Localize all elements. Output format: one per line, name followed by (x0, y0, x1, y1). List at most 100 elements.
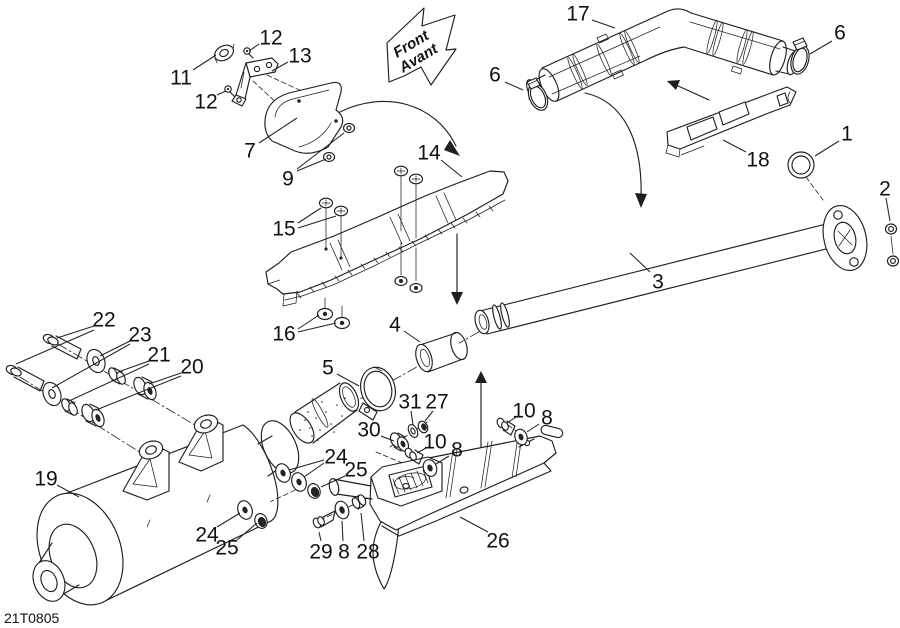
nut-25 (307, 483, 321, 499)
callout-leader (99, 340, 131, 357)
washers-16 (316, 297, 351, 330)
inlet-elbow (289, 382, 360, 444)
callout-26: 26 (486, 530, 509, 553)
callout-leader (216, 90, 227, 96)
nut-9 (342, 122, 356, 134)
callout-14: 14 (417, 142, 441, 165)
muffler-outlet (32, 560, 66, 602)
spacer-28 (351, 494, 367, 510)
callout-27: 27 (425, 391, 448, 414)
callout-leader (809, 40, 833, 55)
callout-6: 6 (489, 64, 501, 87)
muffler-19 (32, 414, 300, 606)
callout-leader (296, 158, 327, 172)
callout-leader (424, 410, 434, 422)
heat-shield-26 (328, 424, 564, 590)
callout-20: 20 (180, 356, 203, 379)
callout-leader (258, 117, 298, 144)
callout-leader (248, 43, 260, 52)
clamp-6-left (526, 77, 549, 111)
callout-16: 16 (272, 323, 295, 346)
callout-30: 30 (357, 419, 380, 442)
callout-leader (440, 159, 463, 178)
assembly-direction-arrows (339, 80, 710, 477)
bracket-18 (665, 86, 797, 158)
washer-8 (334, 500, 350, 520)
callout-5: 5 (322, 357, 334, 380)
washer-24 (275, 463, 291, 483)
callout-8: 8 (338, 541, 350, 564)
shield-mount-hardware (237, 463, 367, 529)
callout-19: 19 (34, 468, 57, 491)
callout-leader (814, 140, 840, 157)
callout-leader (56, 325, 95, 339)
callout-leader (459, 516, 489, 533)
spacer-21 (61, 398, 78, 416)
callout-leader (410, 410, 414, 426)
callout-leader (435, 455, 450, 465)
bracket-13 (231, 57, 279, 107)
spacer-21 (108, 367, 126, 385)
flange-nuts-2 (884, 223, 900, 267)
front-arrow-outline (386, 7, 457, 86)
callout-9: 9 (282, 168, 294, 191)
shield-26-flap (372, 521, 400, 590)
hardware-27-30-31 (389, 420, 429, 452)
heat-shield-7 (264, 81, 344, 154)
callout-12: 12 (194, 91, 217, 114)
callout-leader (360, 512, 365, 542)
shield-26-tab (540, 424, 564, 439)
callout-leader (296, 132, 345, 170)
callout-leader (526, 423, 540, 433)
screws-15 (318, 165, 424, 294)
shield-26-hole (402, 483, 410, 489)
screw-15 (408, 173, 424, 294)
upper-bracket-assembly (214, 43, 356, 163)
callout-leader (416, 447, 427, 454)
bolt-22 (42, 333, 82, 360)
callout-leader (68, 363, 150, 402)
callout-8: 8 (541, 407, 553, 430)
callout-leader (303, 462, 325, 478)
screw-15 (393, 165, 409, 287)
callout-2: 2 (879, 178, 891, 201)
callout-31: 31 (398, 391, 421, 414)
washer-23 (42, 381, 62, 407)
tailpipe-3 (474, 205, 868, 335)
muffler-bracket (122, 440, 170, 501)
callout-24: 24 (324, 446, 348, 469)
bolt-washer-10-8-right (496, 417, 528, 446)
bolt-29 (312, 510, 336, 529)
callout-28: 28 (356, 541, 379, 564)
bushing-20 (81, 403, 105, 428)
callout-leader (51, 343, 131, 389)
clamp-6-right (790, 37, 810, 75)
callout-leader (885, 197, 891, 222)
callout-leader (318, 531, 322, 542)
washer-24 (237, 500, 253, 520)
callout-leader (192, 54, 217, 71)
screw-12 (243, 47, 254, 59)
callout-22: 22 (92, 309, 115, 332)
callout-leader (506, 416, 517, 424)
callout-leader (722, 139, 747, 153)
drawing-code: 21T0805 (4, 610, 59, 626)
callout-leader (403, 330, 421, 343)
callout-25: 25 (344, 459, 367, 482)
callout-leader (120, 360, 150, 372)
bolt-22 (5, 364, 45, 392)
grommet-30 (389, 432, 410, 452)
callout-leader (629, 252, 651, 273)
callout-leader (271, 61, 289, 72)
callout-leader (297, 215, 337, 229)
callout-10: 10 (423, 431, 446, 454)
callout-10: 10 (512, 400, 535, 423)
callout-leader (216, 512, 241, 528)
elbow-speckles (299, 397, 346, 441)
callout-6: 6 (834, 22, 846, 45)
callout-leader (320, 475, 346, 488)
sleeve-4 (415, 331, 468, 373)
callout-4: 4 (389, 314, 401, 337)
